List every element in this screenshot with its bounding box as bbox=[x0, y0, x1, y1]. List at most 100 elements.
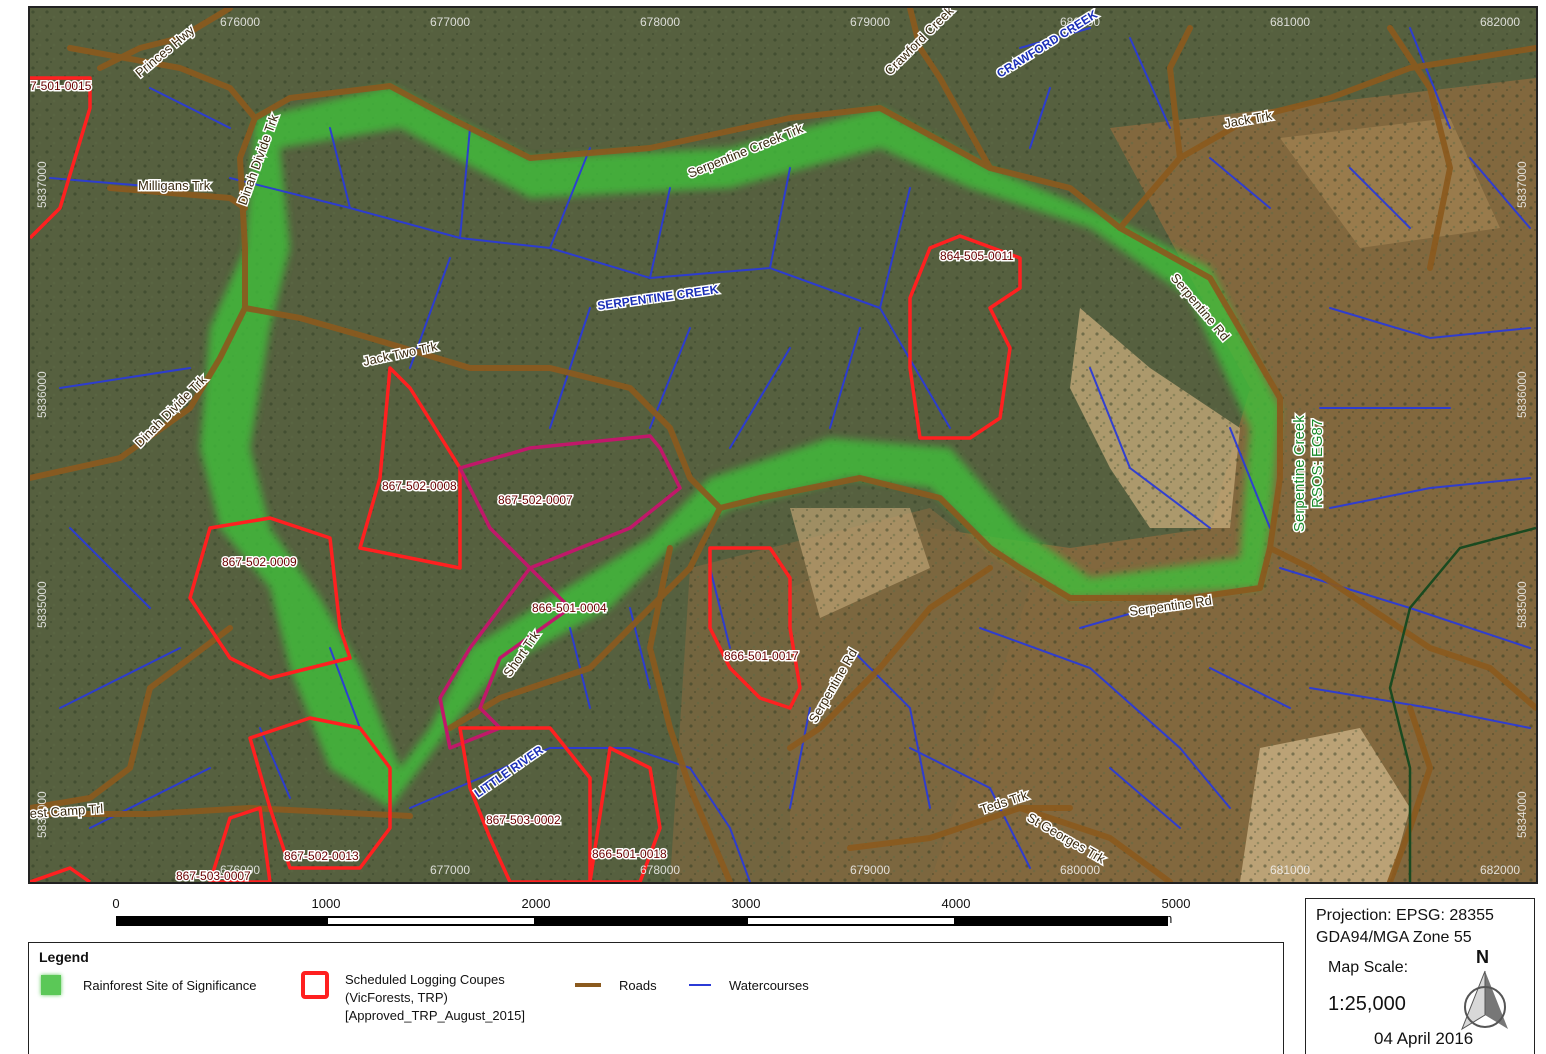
watercourse-tributary bbox=[1019, 27, 1531, 229]
rsos-label: RSOS: EG87 bbox=[1309, 419, 1326, 508]
north-label: N bbox=[1476, 947, 1489, 967]
grid-label-top: 679000 bbox=[850, 15, 890, 29]
coupe-label: 867-502-0009 bbox=[222, 555, 297, 569]
road-west-camp bbox=[30, 805, 413, 819]
rsos-label: Serpentine Creek bbox=[1291, 415, 1308, 532]
coupe-label: 867-502-0007 bbox=[498, 493, 573, 507]
road-jack-trk bbox=[1117, 45, 1536, 231]
north-arrow-icon bbox=[1460, 970, 1508, 1031]
road-short-trk bbox=[447, 505, 723, 731]
grid-label-bottom: 678000 bbox=[640, 863, 680, 877]
road-north-west bbox=[67, 45, 258, 121]
coupe-867-502-0008 bbox=[358, 366, 462, 570]
grid-label-right: 5835000 bbox=[1515, 581, 1529, 628]
grid-label-top: 682000 bbox=[1480, 15, 1520, 29]
watercourse-tributary bbox=[789, 647, 1031, 869]
grid-label-bottom: 681000 bbox=[1270, 863, 1310, 877]
grid-label-right: 5836000 bbox=[1515, 371, 1529, 418]
road-north-east bbox=[1387, 25, 1453, 271]
grid-label-left: 5835000 bbox=[35, 581, 49, 628]
legend-watercourses-label: Watercourses bbox=[729, 978, 809, 993]
scale-tick: 3000 bbox=[731, 896, 761, 911]
coupe-label: 867-503-0002 bbox=[486, 813, 561, 827]
map-date: 04 April 2016 bbox=[1374, 1029, 1474, 1048]
road-st-georges bbox=[1017, 805, 1173, 882]
coupe-866-501-0018 bbox=[588, 746, 662, 882]
watercourse-tributary bbox=[979, 607, 1291, 829]
road-sw-loop bbox=[30, 625, 233, 811]
scale-bar-fill bbox=[116, 916, 1168, 926]
road-south bbox=[647, 545, 733, 882]
coupe-867-503-0007 bbox=[208, 806, 272, 882]
grid-label-top: 678000 bbox=[640, 15, 680, 29]
grid-label-bottom: 676000 bbox=[220, 863, 260, 877]
road-serpentine-rd-south bbox=[787, 565, 993, 751]
rsos-boundary bbox=[1388, 526, 1536, 882]
road-milligans bbox=[107, 185, 248, 211]
coupe-866-501-0017 bbox=[708, 546, 802, 710]
coupe-867-502-0007 bbox=[458, 434, 682, 570]
grid-label-bottom: 680000 bbox=[1060, 863, 1100, 877]
watercourse-tributary bbox=[1089, 367, 1271, 529]
watercourse-little-river bbox=[409, 747, 751, 882]
road-serpentine-rd-east bbox=[1267, 545, 1536, 711]
watercourse-swatch bbox=[689, 984, 711, 986]
road-label: Milligans Trk bbox=[138, 178, 211, 193]
legend-coupes-label-3: [Approved_TRP_August_2015] bbox=[345, 1008, 525, 1023]
grid-label-left: 5834000 bbox=[35, 791, 49, 838]
coupe-label: 866-501-0018 bbox=[592, 847, 667, 861]
scale-tick: 4000 bbox=[941, 896, 971, 911]
grid-label-left: 5836000 bbox=[35, 371, 49, 418]
projection-text: Projection: EPSG: 28355 bbox=[1316, 907, 1494, 924]
grid-label-right: 5837000 bbox=[1515, 161, 1529, 208]
legend-coupes-label-2: (VicForests, TRP) bbox=[345, 990, 448, 1005]
coupe-867-503-0002 bbox=[458, 726, 592, 882]
grid-label-top: 676000 bbox=[220, 15, 260, 29]
coupe-867-502-0009 bbox=[188, 516, 352, 680]
coupe-label: 867-503-0007 bbox=[176, 869, 251, 882]
grid-label-left: 5837000 bbox=[35, 161, 49, 208]
rainforest-swatch bbox=[41, 975, 61, 995]
legend: Legend Rainforest Site of Significance S… bbox=[28, 942, 1284, 1054]
map-canvas[interactable]: 676000 677000 678000 679000 680000 68100… bbox=[30, 8, 1536, 882]
road-crawford bbox=[907, 8, 993, 171]
scale-bar-segment bbox=[748, 918, 954, 924]
watercourse-serpentine-creek bbox=[229, 177, 951, 429]
grid-label-bottom: 679000 bbox=[850, 863, 890, 877]
scale-bar-segment bbox=[328, 918, 534, 924]
grid-label-bottom: 682000 bbox=[1480, 863, 1520, 877]
legend-title: Legend bbox=[39, 949, 89, 965]
map-scale-value: 1:25,000 bbox=[1328, 993, 1406, 1015]
road-main-loop bbox=[242, 83, 1283, 601]
coupe-label: 867-502-0013 bbox=[284, 849, 359, 863]
coupe-7-501-0015 bbox=[30, 76, 92, 240]
coupe-867-502-0013 bbox=[248, 716, 392, 870]
roads bbox=[30, 8, 1536, 882]
watercourses bbox=[49, 27, 1531, 882]
scale-tick: 0 bbox=[112, 896, 120, 911]
watercourse-tributary bbox=[49, 87, 231, 829]
grid-label-bottom: 677000 bbox=[430, 863, 470, 877]
scale-bar: 0 1000 2000 3000 4000 5000 m bbox=[110, 896, 1190, 936]
watercourse-tributary bbox=[259, 567, 731, 799]
coupe-label: 7-501-0015 bbox=[30, 79, 92, 93]
coupe-swatch bbox=[301, 971, 329, 999]
coupe-label: 866-501-0004 bbox=[532, 601, 607, 615]
grid-label-right: 5834000 bbox=[1515, 791, 1529, 838]
coupe-label: 866-501-0017 bbox=[724, 649, 799, 663]
map-frame[interactable]: 676000 677000 678000 679000 680000 68100… bbox=[28, 6, 1538, 884]
road-jack-trk-north bbox=[1167, 25, 1193, 161]
datum-text: GDA94/MGA Zone 55 bbox=[1316, 929, 1472, 946]
grid-label-top: 677000 bbox=[430, 15, 470, 29]
grid-label-top: 681000 bbox=[1270, 15, 1310, 29]
road-label: est Camp Trl bbox=[30, 801, 104, 821]
scale-tick: 2000 bbox=[521, 896, 551, 911]
coupe-label: 864-505-0011 bbox=[940, 249, 1014, 263]
road-south-east bbox=[1387, 705, 1433, 882]
legend-rainforest-label: Rainforest Site of Significance bbox=[83, 978, 257, 993]
coupe-867-503-0004 bbox=[30, 866, 92, 882]
map-scale-label: Map Scale: bbox=[1328, 959, 1409, 976]
road-teds-trk bbox=[847, 805, 1073, 851]
coupe-label: 867-502-0008 bbox=[382, 479, 457, 493]
logging-coupes[interactable] bbox=[30, 76, 1022, 882]
